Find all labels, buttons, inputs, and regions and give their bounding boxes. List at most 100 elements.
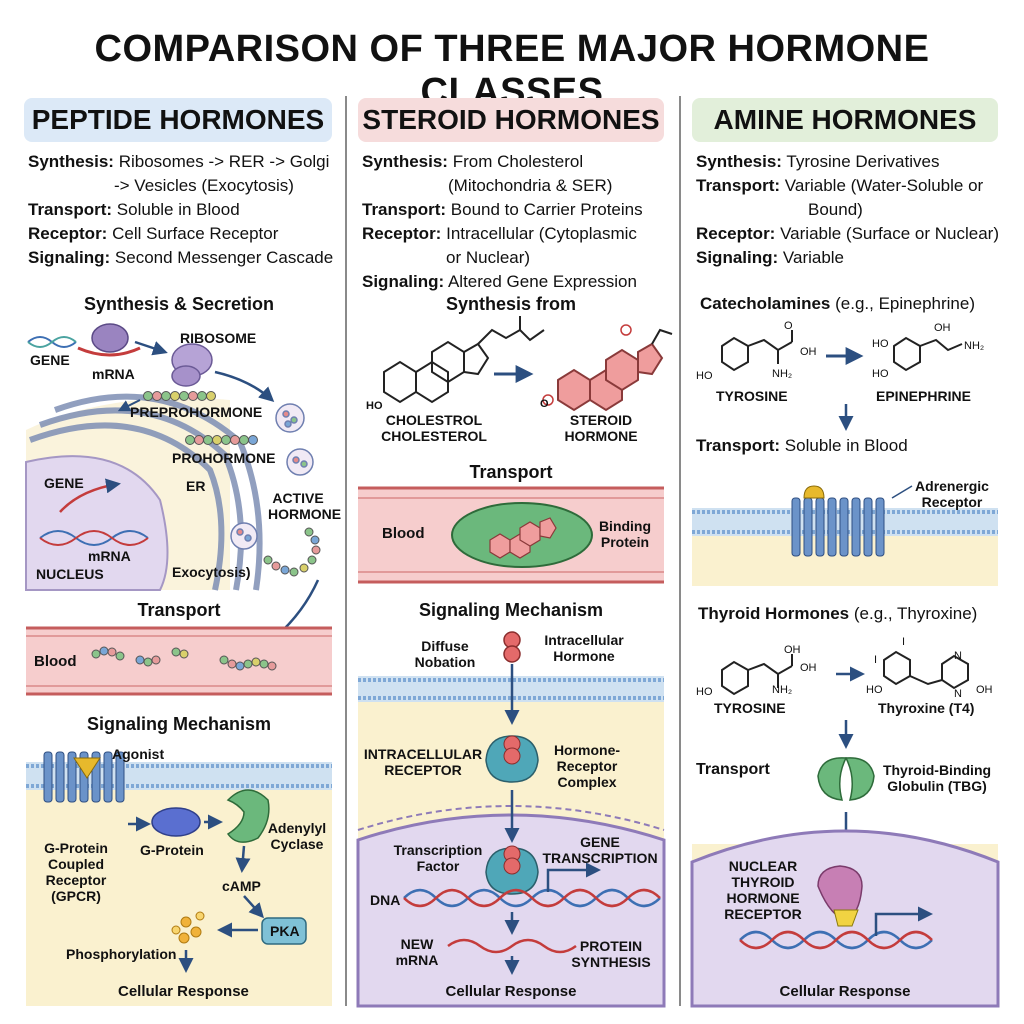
gpcr-line: Receptor [45,872,107,888]
spec-key: Synthesis: [696,152,782,171]
amine-dna [739,930,933,950]
catecholamines-example: (e.g., Epinephrine) [835,294,975,313]
adrenergic-receptor-shape [791,497,885,557]
receptor-word: Receptor [921,494,983,510]
column-divider-right [679,96,681,1006]
spec-key: Signaling: [696,248,779,267]
prohormone-chain [185,435,258,445]
spec-value: -> Vesicles (Exocytosis) [114,176,294,195]
spec-value: Altered Gene Expression [447,272,637,291]
spec-value: Variable [782,248,845,267]
nucleus-dna [39,530,149,546]
spec-line: Signaling: Altered Gene Expression [362,270,643,294]
ho-label: HO [366,400,383,412]
epinephrine-structure [893,336,963,372]
agonist-shape [73,757,101,779]
steroid-signal-title: Signaling Mechanism [418,600,604,620]
secretory-vesicle [230,403,314,550]
steroid-transport-title: Transport [469,462,553,482]
spec-key: Receptor: [362,224,442,243]
spec-key: Signaling: [28,248,111,267]
spec-line: Receptor: Cell Surface Receptor [28,222,333,246]
complex-line: Hormone- [553,742,621,758]
chem-oh: OH [976,684,993,696]
spec-value: Bound) [808,200,863,219]
spec-line: Synthesis: Tyrosine Derivatives [696,150,999,174]
chem-ho: HO [696,370,713,382]
er-label: ER [186,478,206,494]
ntr-line: NUCLEAR [728,858,798,874]
steroid-word: STEROID [569,412,633,428]
spec-line: -> Vesicles (Exocytosis) [28,174,333,198]
spec-line: Receptor: Intracellular (Cytoplasmic [362,222,643,246]
mrna-word: mRNA [395,952,439,968]
protein-word: Protein [600,534,650,550]
tbg-line: Globulin (TBG) [887,778,987,794]
transport-value: Soluble in Blood [784,436,908,455]
chem-oh: OH [934,322,951,334]
spec-value: Soluble in Blood [116,200,240,219]
spec-key: Signaling: [362,272,445,291]
spec-value: Second Messenger Cascade [114,248,334,267]
peptide-header: PEPTIDE HORMONES [24,98,332,142]
phosphorylation-label: Phosphorylation [66,946,177,962]
chem-ho: HO [872,368,889,380]
ntr-line: HORMONE [726,890,800,906]
tyrosine-label-2: TYROSINE [714,700,786,716]
spec-line: Transport: Variable (Water-Soluble or [696,174,999,198]
spec-value: Variable (Surface or Nuclear) [780,224,999,243]
tyrosine-structure-1 [721,330,793,372]
spec-line: Signaling: Second Messenger Cascade [28,246,333,270]
gene-dna-icon [27,336,77,348]
ribosome-icon [77,323,213,387]
thyroxine-label: Thyroxine (T4) [878,700,975,716]
peptide-transport-title: Transport [137,600,221,620]
new-word: NEW [400,936,434,952]
spec-key: Synthesis: [28,152,114,171]
gpcr-line: G-Protein [44,840,108,856]
cyclase-word: Cyclase [270,836,324,852]
chem-nh2: NH₂ [964,340,985,352]
complex-line: Complex [557,774,617,790]
oxo-label: O [540,398,549,410]
spec-value: Bound to Carrier Proteins [450,200,643,219]
spec-key: Synthesis: [362,152,448,171]
steroid-dna [403,888,661,908]
chem-nh2: NH₂ [772,368,793,380]
amine-specs: Synthesis: Tyrosine Derivatives Transpor… [696,150,999,270]
chem-nh2: NH₂ [772,684,793,696]
blood-hormone-chains [91,646,277,671]
spec-line: (Mitochondria & SER) [362,174,643,198]
mrna-label: mRNA [92,366,135,382]
pka-label: PKA [270,923,300,939]
steroid-header: STEROID HORMONES [358,98,664,142]
adrenergic-word: Adrenergic [915,478,989,494]
tf-line: Transcription [393,842,483,858]
cholesterol-structure [383,316,545,404]
chem-oh: OH [800,346,817,358]
ntr-line: RECEPTOR [724,906,802,922]
nuclear-thyroid-receptor-shape [817,865,863,927]
amine-transport-line: Transport: Soluble in Blood [696,436,908,456]
spec-key: Transport: [696,176,781,195]
epinephrine-ligand [803,485,825,499]
spec-value: Tyrosine Derivatives [786,152,940,171]
steroid-response-label: Cellular Response [445,983,577,1000]
chem-oh: OH [800,662,817,674]
tbg-shape [817,757,875,801]
spec-line: Synthesis: Ribosomes -> RER -> Golgi [28,150,333,174]
spec-line: Bound) [696,198,999,222]
ribosome-label: RIBOSOME [180,330,257,346]
chem-i: I [902,636,906,648]
